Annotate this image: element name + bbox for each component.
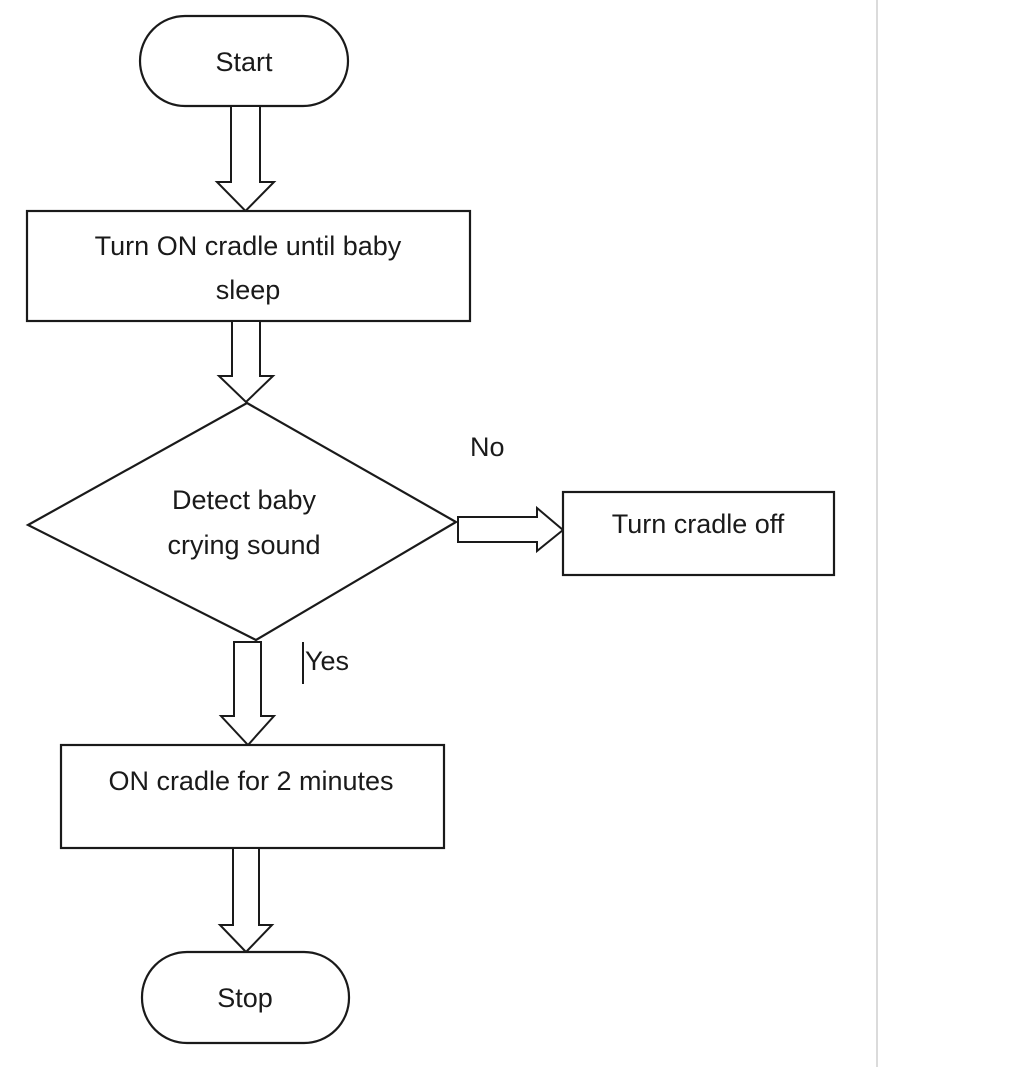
turn-on-process-box [25,209,472,323]
arrow-on-two-min-to-stop [217,847,275,954]
arrow-decision-to-turn-off [457,505,565,554]
decision-diamond [25,401,459,642]
on-two-min-label: ON cradle for 2 minutes [108,766,393,796]
stop-label: Stop [217,983,273,1013]
decision-label-line1: Detect baby [172,485,317,515]
turn-off-process-box [561,490,836,577]
arrow-decision-to-on-two-min [218,641,277,747]
arrow-turn-on-to-decision [216,320,276,404]
stop-terminator [140,950,351,1045]
turn-on-label-line2: sleep [216,275,281,305]
arrow-start-to-turn-on [214,105,277,213]
turn-off-label: Turn cradle off [612,509,785,539]
start-label: Start [215,47,273,77]
turn-on-label-line1: Turn ON cradle until baby [95,231,402,261]
branch-yes-label: Yes [305,646,349,676]
decision-label-line2: crying sound [167,530,320,560]
on-two-min-process-box [59,743,446,850]
branch-no-label: No [470,432,505,462]
